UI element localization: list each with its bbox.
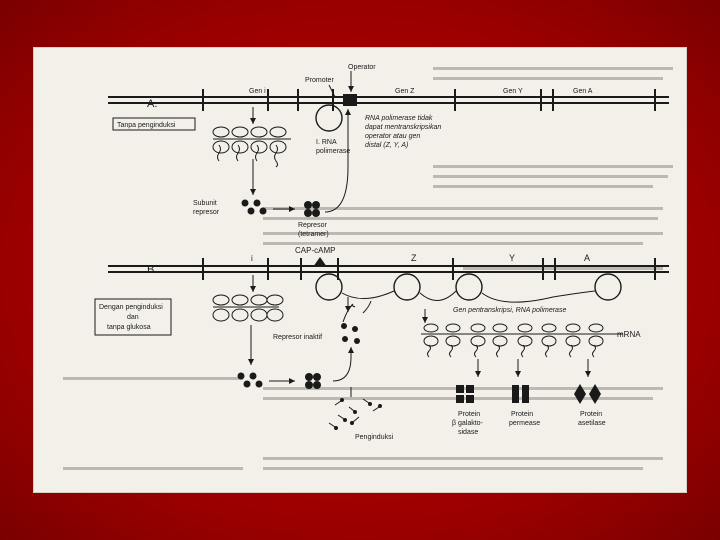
inducer-molecules <box>329 399 382 430</box>
polymerase-note-1: RNA polimerase tidak <box>365 115 433 122</box>
gene-label-b-y: Y <box>509 253 515 263</box>
subunit-label-2: represor <box>193 209 220 216</box>
ribosomes-a <box>213 127 291 167</box>
gene-label-a-y: Gen Y <box>503 88 523 95</box>
ribosomes-b-mrna <box>421 324 623 357</box>
protein-label-3-1: Protein <box>580 411 602 418</box>
condition-label-b-3: tanpa glukosa <box>107 324 151 331</box>
gene-label-a-i: Gen i <box>249 88 266 95</box>
lac-operon-figure: A. Gen i Gen Z Gen Y <box>33 47 687 493</box>
gene-label-b-z: Z <box>411 253 417 263</box>
gene-label-b-a: A <box>584 253 590 263</box>
protein-label-1-2: β galakto- <box>452 420 484 427</box>
rna-polymerases-b <box>316 274 621 300</box>
condition-label-b-1: Dengan penginduksi <box>99 304 163 311</box>
lac-operon-diagram: A. Gen i Gen Z Gen Y <box>33 47 687 493</box>
promoter-label: Promoter <box>305 77 334 84</box>
protein-label-2-2: permease <box>509 420 540 427</box>
inducer-label: Penginduksi <box>355 434 394 441</box>
gene-label-b-i: i <box>251 254 253 263</box>
repressor-label-1: Represor <box>298 222 327 229</box>
polymerase-note-3: operator atau gen <box>365 133 420 140</box>
repressor-label-2: (tetramer) <box>298 231 329 238</box>
polymerase-label-1: I. RNA <box>316 139 337 146</box>
protein-label-1-1: Protein <box>458 411 480 418</box>
protein-label-1-3: sidase <box>458 429 478 436</box>
polymerase-note-4: distal (Z, Y, A) <box>365 142 408 149</box>
rna-polymerase-circle-a <box>316 105 342 131</box>
transcription-label: Gen pentranskripsi, RNA polimerase <box>453 307 566 314</box>
polymerase-label-2: polimerase <box>316 148 350 155</box>
condition-label-a: Tanpa penginduksi <box>117 122 176 129</box>
inactive-repressor-shapes <box>341 323 360 344</box>
inactive-repressor-label: Represor inaktif <box>273 334 322 341</box>
polymerase-note-2: dapat mentranskripsikan <box>365 124 441 131</box>
protein-label-3-2: asetilase <box>578 420 606 427</box>
gene-label-a-a: Gen A <box>573 88 593 95</box>
subunit-label-1: Subunit <box>193 200 217 207</box>
mrna-label: mRNA <box>617 330 641 339</box>
repressor-subunits-a <box>242 200 267 215</box>
cap-camp-label: CAP-cAMP <box>295 246 335 255</box>
gene-label-a-z: Gen Z <box>395 88 415 95</box>
operator-label: Operator <box>348 64 376 71</box>
ribosomes-b-left <box>213 295 283 321</box>
protein-label-2-1: Protein <box>511 411 533 418</box>
condition-label-b-2: dan <box>127 314 139 321</box>
inducer-binding-marks <box>343 301 371 322</box>
repressor-tetramer-b <box>305 373 321 389</box>
